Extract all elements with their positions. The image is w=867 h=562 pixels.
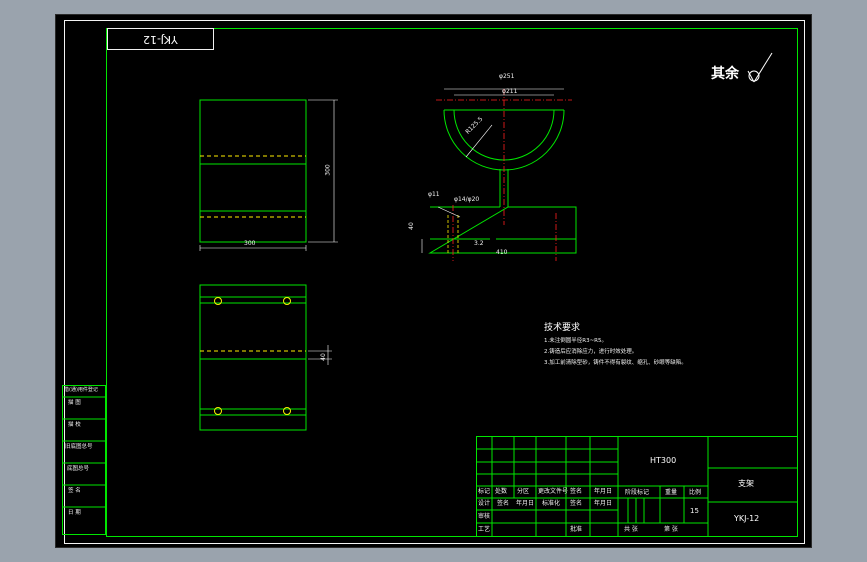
tb-r2-c5: 年月日 — [594, 500, 613, 507]
stage-label: 阶段标记 — [625, 489, 650, 496]
scale-value: 15 — [690, 507, 699, 515]
tb-r1-c2: 分区 — [517, 488, 530, 495]
tb-r2-c4: 签名 — [570, 500, 583, 507]
dim-outer-dia: φ251 — [499, 73, 515, 80]
left-table-row-5: 签 名 — [68, 488, 81, 494]
id-stamp-box — [107, 28, 214, 50]
roughness-symbol-icon — [747, 52, 773, 83]
left-table-row-1: 描 图 — [68, 400, 81, 406]
tb-r1-c4: 签名 — [570, 488, 583, 495]
tb-r1-c5: 年月日 — [594, 488, 613, 495]
left-table-row-4: 底图总号 — [67, 466, 90, 472]
tb-r3-c0: 审核 — [478, 513, 491, 520]
tb-r1-c0: 标记 — [478, 488, 491, 495]
dim-base-h: 40 — [407, 222, 415, 230]
sheet-total: 共 张 — [624, 526, 638, 533]
dim-inner-dia: φ211 — [502, 88, 518, 95]
dim-hole-pitch: 3.2 — [474, 240, 484, 247]
tb-r2-c1: 签名 — [497, 500, 510, 507]
tb-r1-c3: 更改文件号 — [538, 488, 569, 495]
title-block: 标记 处数 分区 更改文件号 签名 年月日 设计 签名 年月日 标准化 签名 年… — [476, 436, 798, 537]
dim-front-width: 300 — [244, 240, 256, 247]
inner-border — [106, 28, 798, 537]
left-side-table: 借(通)用件登记 描 图 描 校 旧底图总号 底图总号 签 名 日 期 — [62, 385, 106, 535]
dim-hole-dims: φ14/φ20 — [454, 196, 480, 203]
sheet-no: 第 张 — [664, 526, 678, 533]
dim-front-height: 300 — [324, 164, 332, 176]
surface-note: 其余 — [711, 66, 739, 82]
side-view — [421, 88, 577, 261]
front-view — [199, 99, 338, 251]
tech-item-3: 3.加工前清除型砂，铸件不得有裂纹、缩孔、砂眼等缺陷。 — [544, 360, 687, 366]
left-table-row-0: 借(通)用件登记 — [64, 387, 98, 393]
dim-side-thick: 40 — [319, 353, 327, 361]
drawing-canvas: YKJ-12 其余 300 300 — [55, 14, 812, 548]
dim-base-len: 410 — [496, 249, 508, 256]
tb-r1-c1: 处数 — [495, 488, 508, 495]
tb-r4-c1: 批准 — [570, 526, 583, 533]
tech-item-2: 2.铸造后应消除应力，进行时效处理。 — [544, 349, 638, 355]
outer-border — [64, 20, 805, 544]
material-label: HT300 — [650, 456, 677, 465]
part-name: 支架 — [738, 479, 754, 488]
id-stamp-text: YKJ-12 — [143, 33, 178, 46]
scale-label: 比例 — [689, 489, 702, 496]
top-view — [199, 284, 332, 431]
tb-r2-c2: 年月日 — [516, 500, 535, 507]
tech-item-1: 1.未注倒圆半径R3~R5。 — [544, 338, 607, 344]
left-table-row-6: 日 期 — [68, 510, 81, 516]
drawing-number: YKJ-12 — [734, 514, 760, 523]
tb-r2-c0: 设计 — [478, 500, 491, 507]
tb-r2-c3: 标准化 — [542, 500, 561, 507]
left-table-row-3: 旧底图总号 — [65, 444, 93, 450]
dim-slot-w: φ11 — [428, 191, 440, 198]
left-table-row-2: 描 校 — [68, 422, 81, 428]
weight-label: 重量 — [665, 489, 678, 496]
tech-title: 技术要求 — [544, 323, 581, 333]
tb-r4-c0: 工艺 — [478, 526, 491, 533]
